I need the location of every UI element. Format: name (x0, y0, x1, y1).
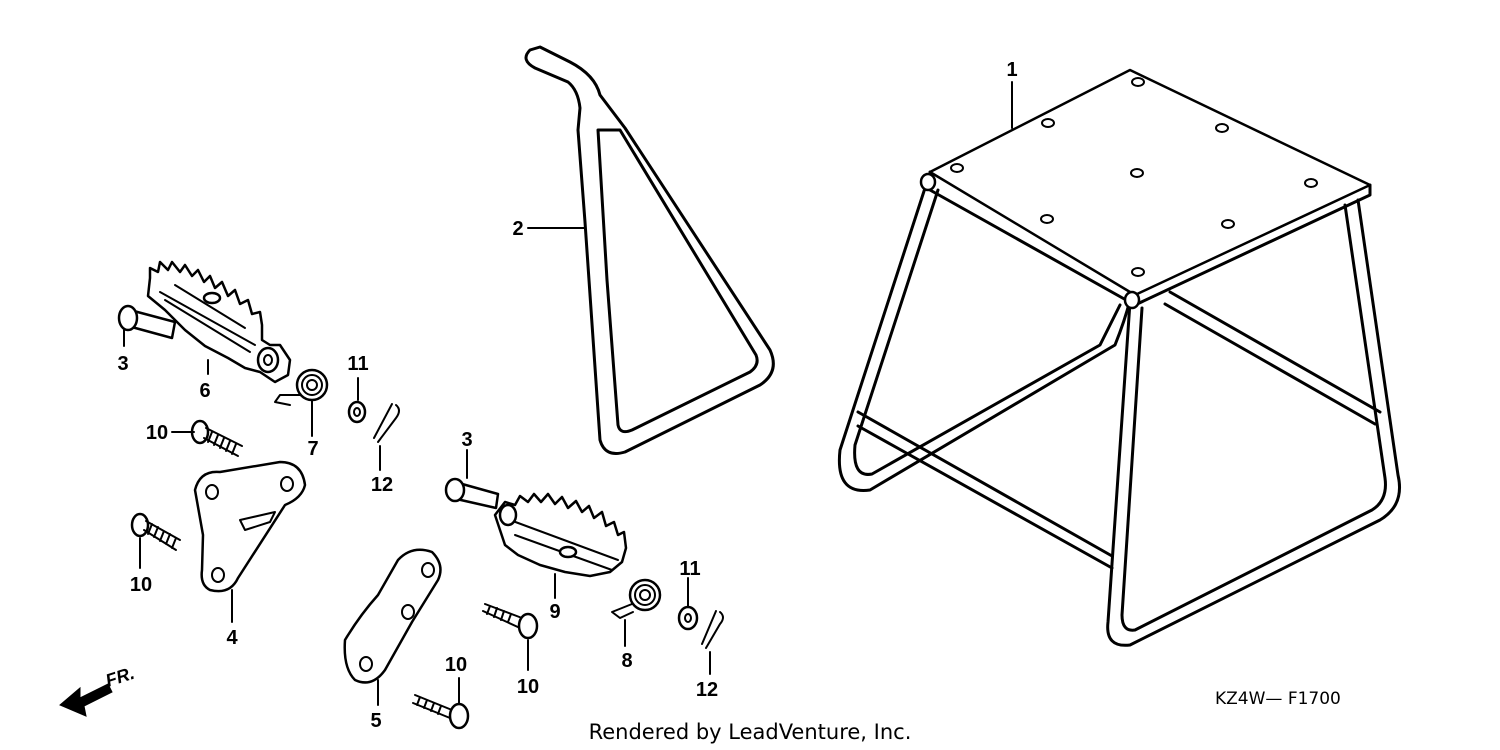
bolt-10-upper-left (190, 419, 243, 457)
bolt-10-bottom (412, 694, 470, 730)
callout-12-right: 12 (696, 679, 718, 701)
spring-right-part (611, 578, 662, 619)
callout-7: 7 (307, 438, 318, 460)
callout-labels: 1 2 3 3 4 5 6 7 8 9 10 10 10 10 11 11 12… (117, 59, 1017, 732)
washer-left-part (347, 400, 367, 424)
cotter-pin-left-part (373, 403, 400, 443)
callout-11-left: 11 (347, 353, 368, 375)
pin-right-part (444, 477, 500, 510)
callout-10-middle: 10 (517, 676, 539, 698)
callout-10-upper-left: 10 (146, 422, 168, 444)
triangle-frame-part (524, 45, 775, 455)
callout-4: 4 (226, 627, 238, 649)
pin-left-part (117, 304, 177, 340)
bracket-4-part (193, 460, 307, 593)
front-marker-label: FR. (103, 663, 137, 691)
callout-6: 6 (199, 380, 210, 402)
leader-lines (123, 81, 1013, 706)
cotter-pin-right-part (701, 610, 724, 649)
bolt-10-lower-left (130, 512, 181, 551)
callout-1: 1 (1006, 59, 1017, 81)
callout-9: 9 (549, 601, 560, 623)
footpeg-left-part (146, 260, 292, 384)
diagram-code: KZ4W— F1700 (1215, 689, 1341, 709)
bracket-5-part (343, 548, 442, 684)
footpeg-right-part (493, 492, 628, 578)
callout-3-right: 3 (461, 429, 472, 451)
callout-5: 5 (370, 710, 381, 732)
callout-10-lower-left: 10 (130, 574, 152, 596)
render-credit: Rendered by LeadVenture, Inc. (589, 720, 912, 744)
stand-part (837, 68, 1401, 647)
washer-right-part (677, 605, 699, 631)
callout-2: 2 (512, 218, 523, 240)
plate-bolts (950, 77, 1318, 277)
callout-3-left: 3 (117, 353, 128, 375)
callout-12-left: 12 (371, 474, 393, 496)
front-direction-arrow: FR. (59, 663, 137, 717)
callout-10-bottom: 10 (445, 654, 467, 676)
callout-8: 8 (621, 650, 632, 672)
callout-11-right: 11 (679, 558, 700, 580)
bolt-10-middle (482, 603, 539, 640)
